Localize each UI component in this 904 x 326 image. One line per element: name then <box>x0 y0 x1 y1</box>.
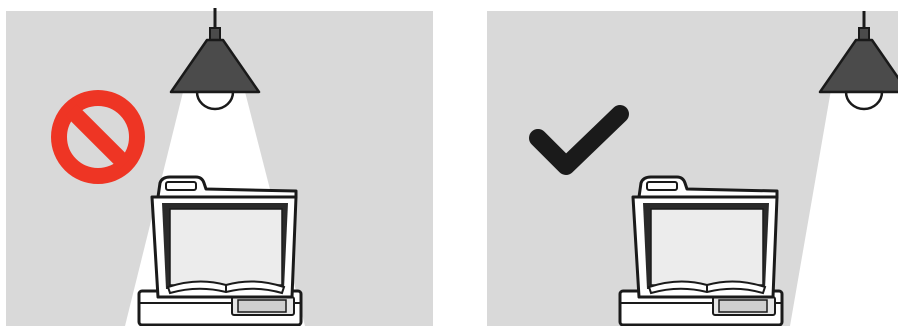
scanner-icon <box>620 177 782 325</box>
panel-incorrect <box>6 8 433 326</box>
scanner-icon <box>139 177 301 325</box>
panel-correct <box>487 8 904 326</box>
